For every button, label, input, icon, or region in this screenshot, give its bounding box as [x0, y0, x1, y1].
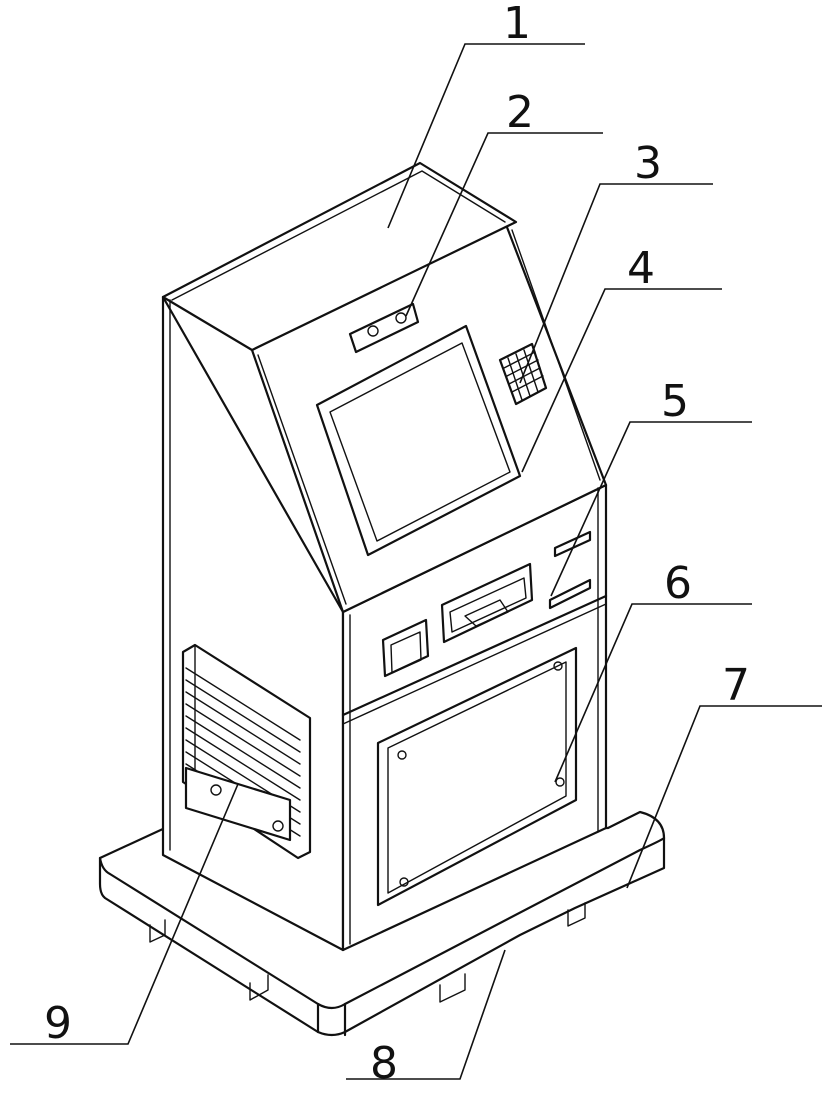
camera-module	[348, 302, 420, 354]
callout-2: 2	[506, 87, 534, 138]
callout-labels: 1 2 3 4 5 6 7 8 9	[44, 0, 750, 1089]
callout-5: 5	[661, 376, 689, 427]
callout-1: 1	[503, 0, 531, 49]
callout-9: 9	[44, 998, 72, 1049]
callout-7: 7	[722, 660, 750, 711]
access-door	[376, 646, 578, 907]
touch-screen	[315, 324, 522, 557]
callout-8: 8	[370, 1038, 398, 1089]
callout-4: 4	[627, 243, 655, 294]
side-vent	[181, 643, 312, 860]
card-slots	[548, 530, 592, 610]
digital-display	[381, 618, 430, 678]
dispenser-slot	[440, 562, 534, 644]
leader-lines	[10, 43, 822, 1080]
callout-6: 6	[664, 558, 692, 609]
callout-3: 3	[634, 138, 662, 189]
